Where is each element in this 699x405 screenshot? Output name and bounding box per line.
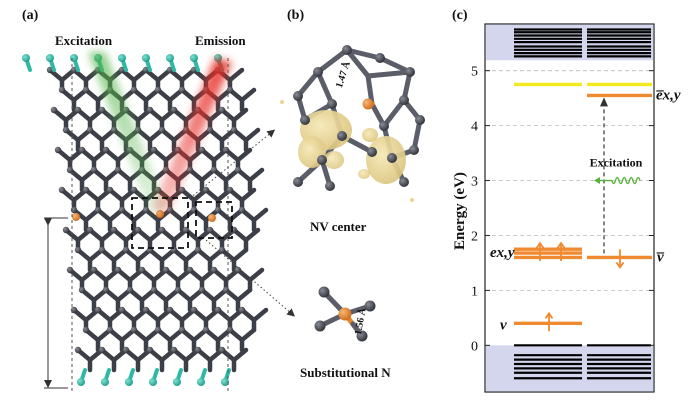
panel-b-tag: (b) bbox=[287, 8, 305, 23]
y-tick-label: 5 bbox=[471, 65, 478, 80]
pointer-to-subst bbox=[205, 239, 296, 317]
y-tick-label: 3 bbox=[471, 175, 478, 190]
nitrogen-atom bbox=[72, 213, 80, 221]
panel-c-tag: (c) bbox=[452, 8, 468, 23]
excitation-label-c: Excitation bbox=[590, 156, 643, 170]
emission-label: Emission bbox=[195, 33, 246, 48]
panel-a-tag: (a) bbox=[22, 8, 39, 23]
excitation-beam bbox=[88, 52, 168, 214]
plot-frame bbox=[484, 23, 655, 393]
e-excited-label: e̅x,y bbox=[656, 87, 681, 103]
diamond-slab bbox=[22, 54, 269, 386]
y-tick-label: 0 bbox=[471, 339, 478, 354]
e-ground-label: ex,y bbox=[490, 245, 515, 261]
v-bar-label: v̅ bbox=[656, 249, 664, 265]
photon-wave bbox=[611, 176, 641, 185]
pointer-to-nv bbox=[189, 129, 276, 199]
substitutional-n-box bbox=[195, 201, 233, 239]
y-tick-label: 4 bbox=[471, 120, 478, 135]
emission-beam bbox=[152, 58, 232, 214]
nv-center-structure bbox=[280, 45, 425, 202]
nv-center-caption: NV center bbox=[310, 219, 367, 234]
y-tick-label: 1 bbox=[471, 284, 478, 299]
subst-nitrogen-atom bbox=[208, 214, 216, 222]
excitation-label: Excitation bbox=[55, 33, 113, 48]
subst-n-caption: Substitutional N bbox=[300, 365, 391, 380]
y-axis-label: Energy (eV) bbox=[452, 172, 468, 250]
v-label: v bbox=[500, 317, 507, 333]
y-tick-label: 2 bbox=[471, 229, 478, 244]
substitutional-n-structure bbox=[314, 286, 376, 342]
nv-center-box bbox=[131, 197, 189, 249]
